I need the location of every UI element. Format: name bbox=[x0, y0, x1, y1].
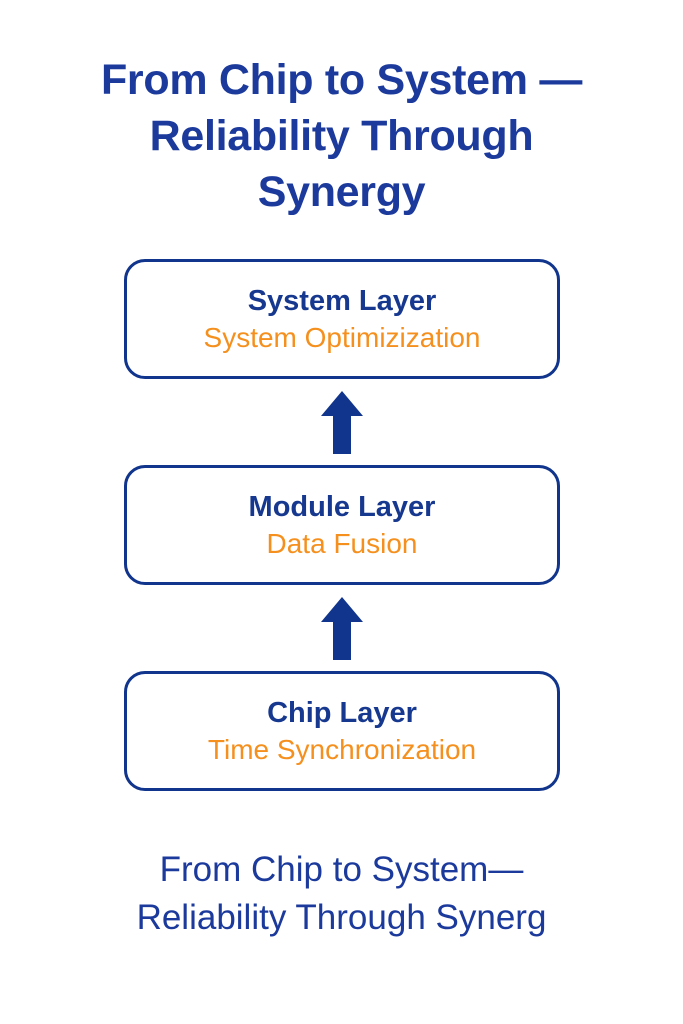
page-title-line-2: Reliability Through bbox=[149, 112, 534, 160]
layer-title-module: Module Layer bbox=[248, 491, 436, 523]
layer-title-chip: Chip Layer bbox=[267, 697, 417, 729]
arrow-up-icon bbox=[321, 596, 363, 660]
layer-detail-chip: Time Synchronization bbox=[207, 734, 477, 765]
arrow-up-icon bbox=[321, 390, 363, 454]
figure-caption-line-1: From Chip to System— bbox=[159, 850, 524, 889]
page-title-line-1: From Chip to System — bbox=[100, 56, 583, 104]
layer-stack: System Layer System Optimizization Modul… bbox=[124, 259, 560, 791]
figure-caption: From Chip to System— Reliability Through… bbox=[0, 846, 683, 942]
layer-detail-system: System Optimizization bbox=[203, 322, 481, 353]
arrow-module-to-system bbox=[124, 379, 560, 465]
layer-title-system: System Layer bbox=[247, 285, 437, 317]
arrow-chip-to-module bbox=[124, 585, 560, 671]
page-title-line-3: Synergy bbox=[257, 168, 426, 216]
figure-caption-line-2: Reliability Through Synerg bbox=[136, 898, 547, 937]
page-title: From Chip to System — Reliability Throug… bbox=[0, 52, 683, 220]
layer-detail-module: Data Fusion bbox=[266, 528, 418, 559]
layer-box-chip[interactable]: Chip Layer Time Synchronization bbox=[124, 671, 560, 791]
layer-box-module[interactable]: Module Layer Data Fusion bbox=[124, 465, 560, 585]
layer-box-system[interactable]: System Layer System Optimizization bbox=[124, 259, 560, 379]
